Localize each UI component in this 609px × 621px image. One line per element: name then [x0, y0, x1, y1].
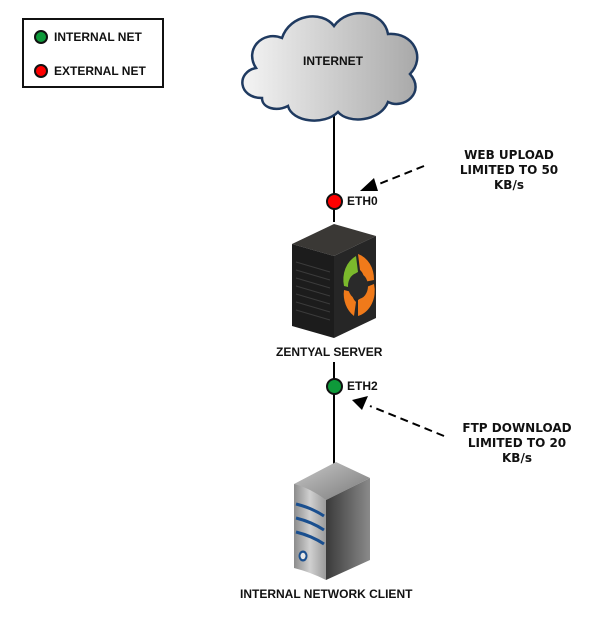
red-dot-icon — [34, 64, 48, 78]
legend: INTERNAL NET EXTERNAL NET — [22, 18, 164, 88]
internet-cloud-icon — [241, 12, 419, 122]
zentyal-server-icon — [292, 224, 376, 338]
eth2-label: ETH2 — [347, 379, 378, 393]
upload-note-line: KB/s — [494, 178, 524, 192]
upload-note-line: LIMITED TO 50 — [459, 163, 559, 177]
legend-item-external: EXTERNAL NET — [34, 64, 146, 78]
download-note-line: LIMITED TO 20 — [467, 436, 567, 450]
internet-label: INTERNET — [303, 54, 363, 68]
server-label: ZENTYAL SERVER — [276, 345, 383, 359]
upload-note-line: WEB UPLOAD — [464, 148, 554, 162]
upload-arrow — [360, 165, 425, 191]
client-label: INTERNAL NETWORK CLIENT — [240, 587, 413, 601]
download-note-line: FTP DOWNLOAD — [462, 421, 572, 435]
eth0-red-dot-icon — [326, 193, 343, 210]
legend-item-internal: INTERNAL NET — [34, 30, 142, 44]
green-dot-icon — [34, 30, 48, 44]
legend-label: EXTERNAL NET — [54, 64, 146, 78]
upload-limit-note: WEB UPLOAD LIMITED TO 50 KB/s — [444, 148, 574, 193]
eth0-label: ETH0 — [347, 194, 378, 208]
client-computer-icon — [294, 462, 370, 580]
legend-label: INTERNAL NET — [54, 30, 142, 44]
download-arrow — [352, 396, 445, 437]
download-limit-note: FTP DOWNLOAD LIMITED TO 20 KB/s — [452, 421, 582, 466]
download-note-line: KB/s — [502, 451, 532, 465]
eth2-green-dot-icon — [326, 378, 343, 395]
